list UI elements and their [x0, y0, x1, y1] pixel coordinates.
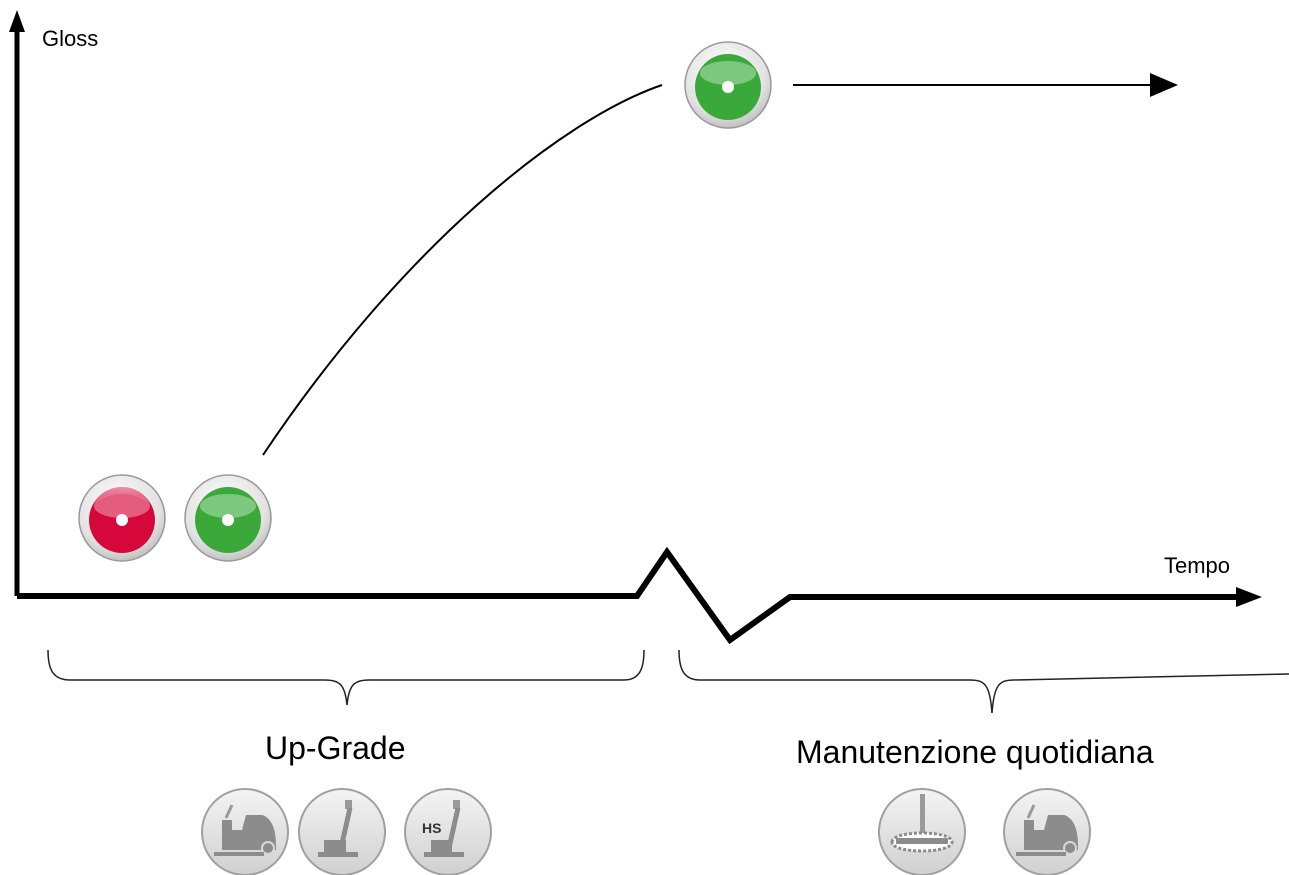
upgrade-brace	[47, 649, 645, 706]
ride-on-scrubber-icon-2	[1003, 788, 1091, 875]
y-axis	[9, 10, 25, 596]
maintenance-arrow	[793, 73, 1178, 97]
y-axis-label: Gloss	[42, 26, 99, 51]
green-pad-icon-top	[684, 41, 772, 129]
maintenance-brace	[678, 649, 1289, 714]
red-pad-icon	[78, 474, 166, 562]
maintenance-phase-label: Manutenzione quotidiana	[796, 734, 1154, 770]
ride-on-scrubber-icon	[201, 788, 289, 875]
hs-label: HS	[422, 820, 441, 836]
upgrade-phase-label: Up-Grade	[265, 730, 406, 766]
x-axis-label: Tempo	[1164, 553, 1231, 578]
x-axis	[17, 546, 1262, 645]
y-axis-arrowhead	[9, 10, 25, 32]
green-pad-icon	[184, 474, 272, 562]
high-speed-machine-icon: HS	[404, 788, 492, 875]
floor-machine-icon	[298, 788, 386, 875]
dust-mop-icon	[878, 788, 966, 875]
gloss-curve	[262, 84, 663, 456]
x-axis-arrowhead	[1236, 587, 1262, 607]
